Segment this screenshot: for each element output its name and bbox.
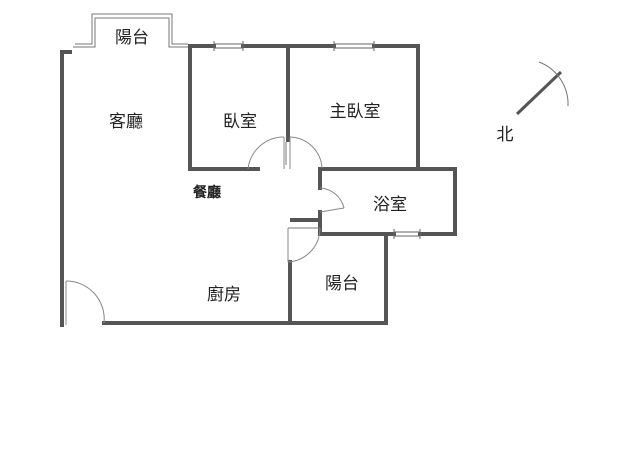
compass-north-label: 北 xyxy=(497,125,514,145)
room-label-balcony-top: 陽台 xyxy=(115,28,149,48)
room-label-living-room: 客廳 xyxy=(109,112,143,132)
door-entrance xyxy=(65,280,105,325)
window-bedroom xyxy=(213,41,244,51)
walls xyxy=(60,44,457,327)
compass-arc xyxy=(538,61,569,107)
room-label-kitchen: 廚房 xyxy=(207,284,241,305)
room-label-bathroom: 浴室 xyxy=(373,195,407,215)
room-label-balcony-bottom: 陽台 xyxy=(325,274,359,294)
door-kitchen-balcony xyxy=(287,227,321,263)
room-label-dining-room: 餐廳 xyxy=(192,184,221,201)
doors xyxy=(65,136,345,325)
door-bathroom xyxy=(319,187,345,213)
room-label-master-bedroom: 主臥室 xyxy=(330,102,381,122)
compass-needle xyxy=(515,70,563,116)
door-bedroom xyxy=(247,136,285,170)
north-compass: 北 xyxy=(497,61,569,145)
window-master-bedroom xyxy=(333,41,375,51)
window-bathroom xyxy=(393,229,421,239)
room-label-bedroom: 臥室 xyxy=(223,112,257,132)
windows xyxy=(213,41,421,239)
balcony-top-outline xyxy=(73,13,190,48)
door-master-bedroom xyxy=(289,136,323,169)
